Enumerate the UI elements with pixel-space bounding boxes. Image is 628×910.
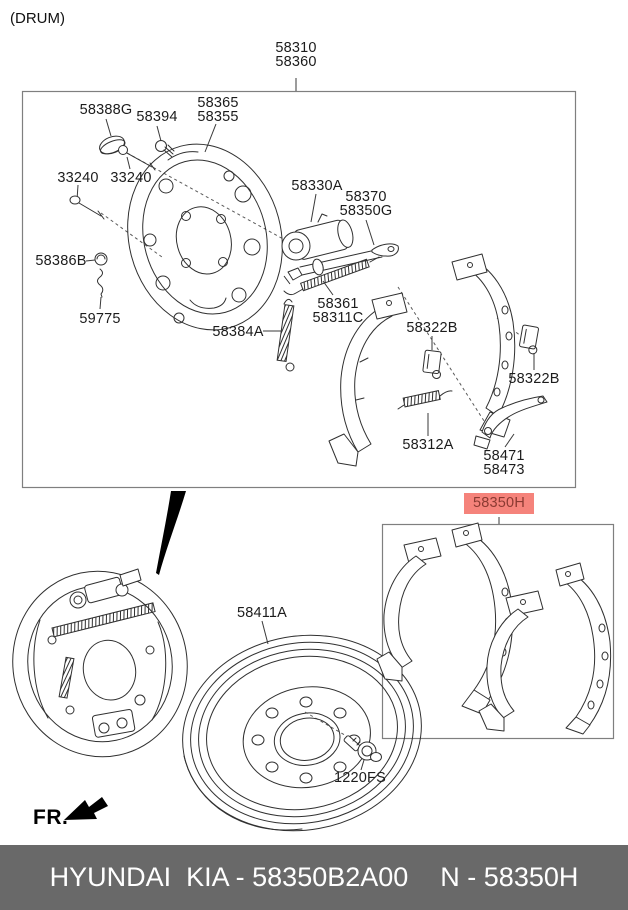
part-label-58394[interactable]: 58394 bbox=[136, 109, 178, 125]
part-number-line: 58330A bbox=[291, 178, 343, 194]
part-number-line: 33240 bbox=[110, 170, 152, 186]
brake-shoe-left-drawing bbox=[328, 292, 408, 467]
upper-parts-box bbox=[21, 90, 577, 489]
backing-plate-drawing bbox=[127, 143, 283, 331]
spring-59775-drawing bbox=[97, 268, 104, 298]
spring-58312A-drawing bbox=[397, 390, 453, 410]
wheel-cylinder-drawing bbox=[281, 213, 354, 261]
part-number-line: 58386B bbox=[35, 253, 87, 269]
part-number-line: 58384A bbox=[212, 324, 264, 340]
part-number-line: 58322B bbox=[406, 320, 458, 336]
part-label-58310-58360[interactable]: 58310 58360 bbox=[275, 40, 317, 70]
fr-direction-arrow-icon bbox=[64, 797, 108, 820]
clip-58322B-right-drawing bbox=[519, 324, 539, 355]
part-label-58361-58311C[interactable]: 58361 58311C bbox=[312, 296, 364, 326]
part-label-58350H-highlighted[interactable]: 58350H bbox=[464, 493, 534, 514]
pointer-swoosh bbox=[156, 491, 186, 575]
part-label-58384A[interactable]: 58384A bbox=[212, 324, 264, 340]
part-label-58388G[interactable]: 58388G bbox=[79, 102, 133, 118]
assembled-backing-plate-drawing bbox=[12, 568, 188, 758]
adjuster-spring-drawing bbox=[283, 256, 380, 296]
part-number-line: 58394 bbox=[136, 109, 178, 125]
part-label-58312A[interactable]: 58312A bbox=[402, 437, 454, 453]
footer-bar: HYUNDAI KIA - 58350B2A00 N - 58350H bbox=[0, 845, 628, 910]
part-number-line: 58322B bbox=[508, 371, 560, 387]
pin-33240b-drawing bbox=[118, 145, 156, 171]
shoe-kit-drawing bbox=[376, 522, 612, 735]
bolt-1220FS-drawing bbox=[343, 735, 382, 762]
shoe-kit-box bbox=[381, 523, 615, 740]
part-number-line: 59775 bbox=[79, 311, 121, 327]
part-number-line: 1220FS bbox=[334, 770, 386, 786]
part-number-line: 58365 bbox=[197, 95, 239, 111]
part-number-line: 58361 bbox=[317, 296, 359, 312]
fr-indicator-label: FR. bbox=[33, 806, 69, 829]
adjuster-strut-drawing bbox=[283, 243, 399, 285]
part-label-58370-58350G[interactable]: 58370 58350G bbox=[339, 189, 393, 219]
return-spring-58384A-drawing bbox=[276, 298, 295, 372]
part-label-58322B-left[interactable]: 58322B bbox=[406, 320, 458, 336]
part-label-58386B[interactable]: 58386B bbox=[35, 253, 87, 269]
part-number-line: 58360 bbox=[275, 54, 317, 70]
brake-drum-drawing bbox=[182, 634, 422, 832]
part-label-1220FS[interactable]: 1220FS bbox=[334, 770, 386, 786]
part-number-line: 58350H bbox=[473, 495, 525, 511]
part-number-line: 58311C bbox=[312, 310, 364, 326]
part-number-line: 58310 bbox=[275, 40, 317, 56]
part-label-58471-58473[interactable]: 58471 58473 bbox=[483, 448, 525, 478]
part-number-line: 33240 bbox=[57, 170, 99, 186]
part-number-line: 58388G bbox=[79, 102, 133, 118]
part-number-line: 58370 bbox=[345, 189, 387, 205]
lever-58471-drawing bbox=[473, 395, 548, 450]
clip-58322B-left-drawing bbox=[422, 349, 442, 380]
part-label-59775[interactable]: 59775 bbox=[79, 311, 121, 327]
part-label-58411A[interactable]: 58411A bbox=[236, 605, 288, 621]
part-label-58322B-right[interactable]: 58322B bbox=[508, 371, 560, 387]
footer-reference-number: N - 58350H bbox=[440, 862, 579, 892]
part-number-line: 58312A bbox=[402, 437, 454, 453]
part-number-line: 58411A bbox=[236, 605, 288, 621]
part-label-33240-b[interactable]: 33240 bbox=[110, 170, 152, 186]
part-number-line: 58350G bbox=[339, 203, 393, 219]
part-label-58330A[interactable]: 58330A bbox=[291, 178, 343, 194]
part-label-33240-a[interactable]: 33240 bbox=[57, 170, 99, 186]
brake-shoe-right-drawing bbox=[451, 253, 516, 438]
screw-58394-drawing bbox=[155, 140, 175, 158]
footer-make-part-number: HYUNDAI KIA - 58350B2A00 bbox=[49, 862, 409, 892]
part-number-line: 58471 bbox=[483, 448, 525, 464]
plug-58386B-drawing bbox=[94, 252, 108, 266]
drum-note: (DRUM) bbox=[10, 10, 65, 27]
bolt-33240a-drawing bbox=[69, 195, 105, 220]
part-number-line: 58473 bbox=[483, 462, 525, 478]
part-number-line: 58355 bbox=[197, 109, 239, 125]
part-label-58365-58355[interactable]: 58365 58355 bbox=[197, 95, 239, 125]
